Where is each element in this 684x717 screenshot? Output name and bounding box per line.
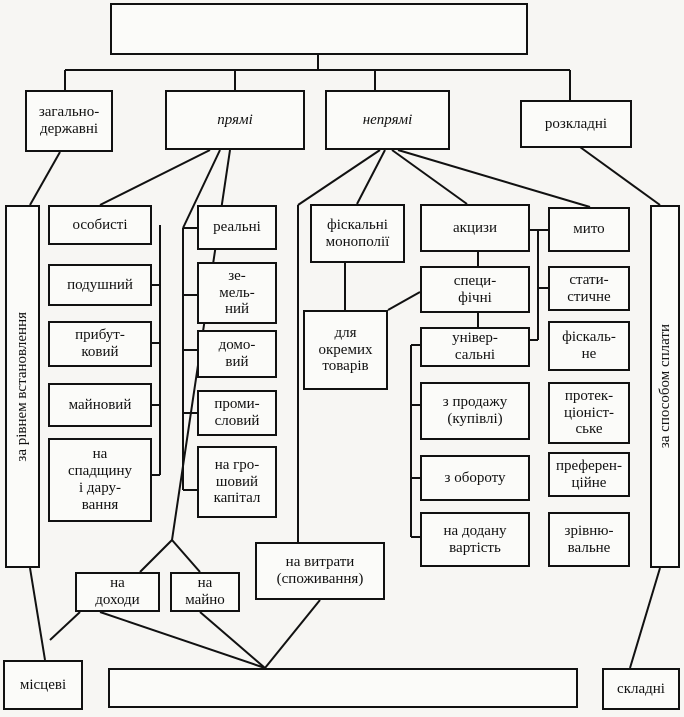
personal-item-1: подушний [48,264,152,306]
real-item-1: зе- мель- ний [197,262,277,324]
top-title-box [110,3,528,55]
on-property-box: на майно [170,572,240,612]
by-level-side-label: за рівнем встановлення [14,311,31,462]
on-expenses-box: на витрати (споживання) [255,542,385,600]
universal-item-2: з обороту [420,455,530,501]
general-state-box: загально- державні [25,90,113,152]
local-box: місцеві [3,660,83,710]
real-box: реальні [197,205,277,250]
direct-box: прямі [165,90,305,150]
by-method-side-label: за способом сплати [656,324,673,449]
personal-item-2: прибут- ковий [48,321,152,367]
real-item-3: проми- словий [197,390,277,436]
specific-box: специ- фічні [420,266,530,313]
real-item-4: на гро- шовий капітал [197,446,277,518]
personal-box: особисті [48,205,152,245]
by-method-side-box: за способом сплати [650,205,680,568]
universal-item-1: з продажу (купівлі) [420,382,530,440]
duty-item-1: стати- стичне [548,266,630,311]
personal-item-4: на спадщину і дару- вання [48,438,152,522]
on-income-box: на доходи [75,572,160,612]
real-item-2: домо- вий [197,330,277,378]
excise-box: акцизи [420,204,530,252]
universal-box: універ- сальні [420,327,530,367]
universal-item-3: на додану вартість [420,512,530,567]
duty-item-5: зрівню- вальне [548,512,630,567]
duty-item-2: фіскаль- не [548,321,630,371]
by-level-side-box: за рівнем встановлення [5,205,40,568]
layout-box: розкладні [520,100,632,148]
duty-item-3: протек- ціоніст- ське [548,382,630,444]
bottom-title-box [108,668,578,708]
duty-item-4: преферен- ційне [548,452,630,497]
duty-box: мито [548,207,630,252]
complex-box: складні [602,668,680,710]
for-goods-box: для окремих товарів [303,310,388,390]
personal-item-3: майновий [48,383,152,427]
fiscal-monopolies-box: фіскальні монополії [310,204,405,263]
indirect-box: непрямі [325,90,450,150]
